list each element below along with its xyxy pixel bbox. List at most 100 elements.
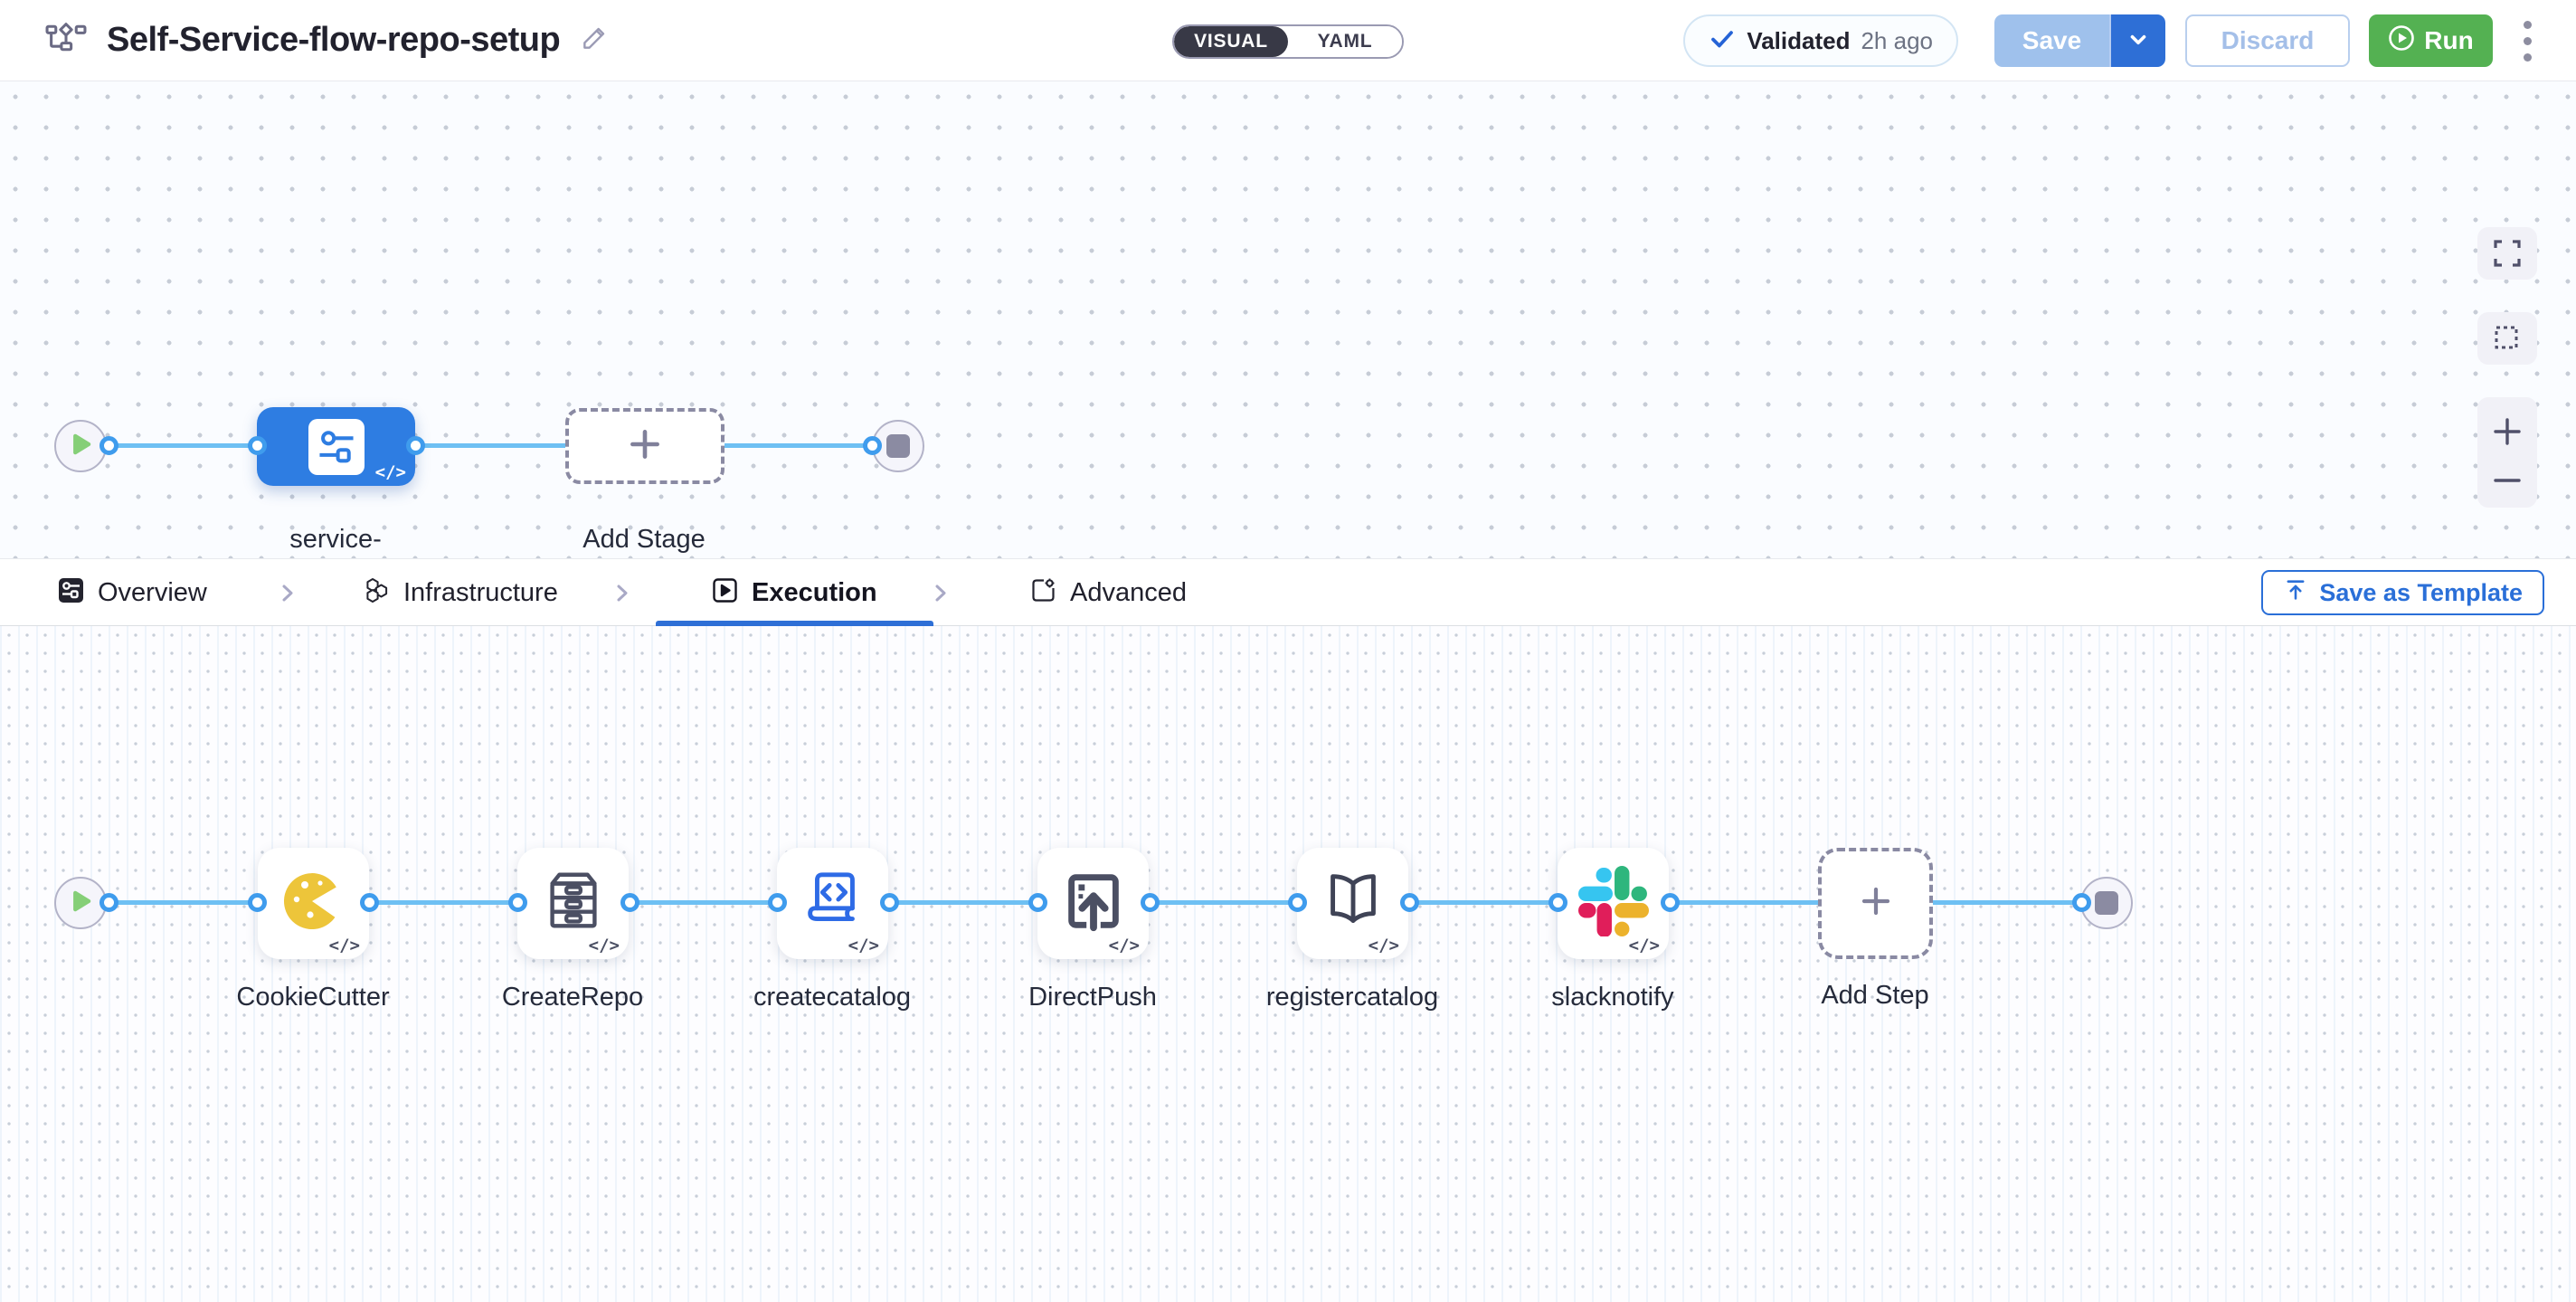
- step-label: CreateRepo: [501, 983, 644, 1012]
- fullscreen-corners-icon[interactable]: [2477, 227, 2537, 280]
- connector-port: [1400, 893, 1419, 912]
- gear-file-icon: [1030, 577, 1056, 608]
- connector-port: [2072, 893, 2091, 912]
- step-label: CookieCutter: [236, 983, 390, 1012]
- chevron-down-icon: [2126, 28, 2150, 54]
- step-label: registercatalog: [1265, 983, 1439, 1012]
- add-step-label: Add Step: [1821, 981, 1929, 1010]
- stage-canvas[interactable]: </> service-onboarding Add Stage: [0, 81, 2576, 591]
- toggle-yaml[interactable]: YAML: [1288, 26, 1402, 57]
- pipeline-title: Self-Service-flow-repo-setup: [107, 21, 561, 59]
- connector-port: [1661, 893, 1680, 912]
- visual-yaml-toggle: VISUAL YAML: [1172, 24, 1404, 59]
- add-stage-node[interactable]: [565, 408, 724, 484]
- slack-icon: [1577, 866, 1649, 941]
- connector-port: [248, 436, 267, 455]
- connector-port: [768, 893, 787, 912]
- connector-port: [406, 436, 425, 455]
- step-node-slacknotify[interactable]: </>: [1558, 848, 1669, 959]
- drawer-cabinet-icon: [538, 866, 609, 941]
- code-badge: </>: [1628, 936, 1660, 955]
- upload-box-icon: [1058, 866, 1129, 941]
- canvas-controls: [2477, 227, 2537, 508]
- code-badge: </>: [588, 936, 620, 955]
- connector-port: [360, 893, 379, 912]
- code-badge: </>: [1108, 936, 1140, 955]
- connector-port: [1548, 893, 1567, 912]
- code-badge: </>: [328, 936, 360, 955]
- zoom-out-minus-icon[interactable]: [2491, 474, 2524, 489]
- stop-square-icon: [886, 434, 910, 458]
- discard-button[interactable]: Discard: [2185, 14, 2350, 67]
- tab-execution[interactable]: Execution: [656, 559, 933, 626]
- stage-node-service-onboarding[interactable]: </>: [257, 407, 415, 486]
- tab-advanced[interactable]: Advanced: [1030, 559, 1187, 626]
- start-node: [54, 877, 107, 929]
- edit-pencil-icon[interactable]: [580, 24, 609, 57]
- add-step-node[interactable]: [1818, 848, 1933, 959]
- run-label: Run: [2424, 26, 2474, 54]
- stage-tabbar: Overview Infrastructure: [0, 558, 2576, 626]
- save-as-template-button[interactable]: Save as Template: [2261, 570, 2544, 615]
- connector-port: [248, 893, 267, 912]
- stage-flow-icon: [308, 418, 365, 475]
- check-icon: [1709, 25, 1736, 57]
- code-badge: </>: [848, 936, 879, 955]
- connector-port: [1141, 893, 1160, 912]
- run-button[interactable]: Run: [2369, 14, 2493, 67]
- connector-port: [863, 436, 882, 455]
- stop-square-icon: [2095, 891, 2118, 915]
- connector-port: [620, 893, 639, 912]
- save-options-button[interactable]: [2109, 14, 2165, 67]
- toggle-visual[interactable]: VISUAL: [1174, 26, 1288, 57]
- validation-status: Validated: [1747, 26, 1851, 54]
- plus-icon: [626, 425, 664, 468]
- validation-badge: Validated 2h ago: [1683, 14, 1958, 67]
- upload-arrow-icon: [2283, 577, 2308, 609]
- execution-canvas[interactable]: </> </>: [0, 626, 2576, 1302]
- stage-connector: [86, 443, 872, 448]
- chevron-right-icon: [930, 581, 952, 610]
- connector-port: [99, 893, 118, 912]
- step-label: slacknotify: [1551, 983, 1674, 1012]
- step-node-registercatalog[interactable]: </>: [1297, 848, 1408, 959]
- add-stage-label: Add Stage: [582, 525, 706, 554]
- code-badge: </>: [1368, 936, 1399, 955]
- play-circle-icon: [2388, 24, 2415, 58]
- step-node-directpush[interactable]: </>: [1037, 848, 1149, 959]
- zoom-in-plus-icon[interactable]: [2491, 415, 2524, 451]
- validation-time: 2h ago: [1861, 26, 1933, 54]
- marquee-select-icon[interactable]: [2477, 312, 2537, 365]
- step-node-createrepo[interactable]: </>: [517, 848, 629, 959]
- step-label: DirectPush: [1028, 983, 1157, 1012]
- connector-port: [1028, 893, 1047, 912]
- tab-overview[interactable]: Overview: [58, 559, 207, 626]
- hexagons-icon: [364, 577, 390, 608]
- open-book-icon: [1318, 866, 1388, 941]
- connector-port: [99, 436, 118, 455]
- start-node: [54, 420, 107, 472]
- connector-port: [1288, 893, 1307, 912]
- pipeline-flow-icon: [45, 22, 87, 59]
- chevron-right-icon: [611, 581, 633, 610]
- play-square-icon: [712, 577, 738, 608]
- save-split-button: Save: [1994, 14, 2165, 67]
- play-triangle-icon: [67, 431, 94, 462]
- chevron-right-icon: [277, 581, 298, 610]
- tab-infrastructure[interactable]: Infrastructure: [364, 559, 558, 626]
- code-badge: </>: [374, 462, 406, 482]
- step-node-createcatalog[interactable]: </>: [777, 848, 888, 959]
- connector-port: [508, 893, 527, 912]
- connector-port: [880, 893, 899, 912]
- step-label: createcatalog: [753, 983, 912, 1012]
- zoom-controls[interactable]: [2477, 397, 2537, 508]
- header: Self-Service-flow-repo-setup VISUAL YAML…: [0, 0, 2576, 81]
- play-triangle-icon: [67, 888, 94, 919]
- end-node: [872, 420, 924, 472]
- step-node-cookiecutter[interactable]: </>: [258, 848, 369, 959]
- kebab-menu-icon[interactable]: [2509, 14, 2545, 67]
- code-scroll-icon: [798, 866, 868, 941]
- save-button[interactable]: Save: [1994, 14, 2109, 67]
- cookie-icon: [278, 865, 350, 942]
- plus-icon: [1858, 883, 1894, 924]
